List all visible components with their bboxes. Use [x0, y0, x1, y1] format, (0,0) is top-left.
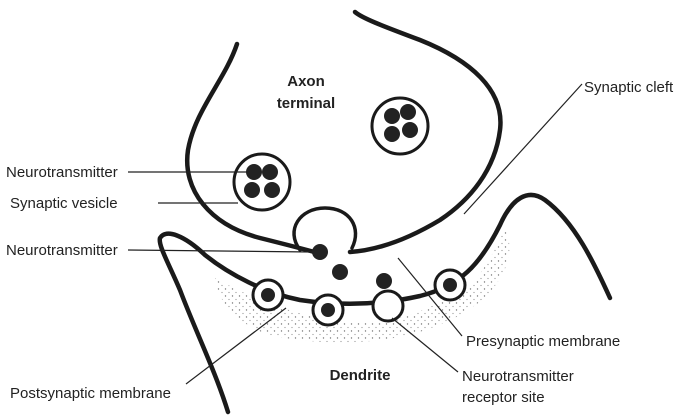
- receptor-site: [313, 295, 343, 325]
- neurotransmitter-molecule: [376, 273, 392, 289]
- fusing-vesicle: [294, 208, 356, 250]
- presynaptic-membrane-label: Presynaptic membrane: [466, 333, 620, 350]
- synaptic-cleft-label: Synaptic cleft: [584, 79, 674, 96]
- receptor-site: [253, 280, 283, 310]
- neurotransmitter-molecule: [332, 264, 348, 280]
- axon-terminal-label: Axon: [287, 73, 325, 90]
- leader-neurotransmitter-mid: [128, 250, 312, 252]
- receptor-site-label: Neurotransmitter: [462, 368, 574, 385]
- receptor-site-label: receptor site: [462, 389, 545, 406]
- neurotransmitter-label: Neurotransmitter: [6, 242, 118, 259]
- receptor-site: [435, 270, 465, 300]
- synaptic-vesicle-label: Synaptic vesicle: [10, 195, 118, 212]
- receptor-site-empty: [373, 291, 403, 321]
- neurotransmitter-molecule: [312, 244, 328, 260]
- neurotransmitter-label: Neurotransmitter: [6, 164, 118, 181]
- postsynaptic-membrane-label: Postsynaptic membrane: [10, 385, 171, 402]
- axon-terminal-label: terminal: [277, 95, 335, 112]
- dendrite-label: Dendrite: [330, 367, 391, 384]
- synaptic-vesicle-upper: [372, 98, 428, 154]
- synaptic-vesicle-lower: [234, 154, 290, 210]
